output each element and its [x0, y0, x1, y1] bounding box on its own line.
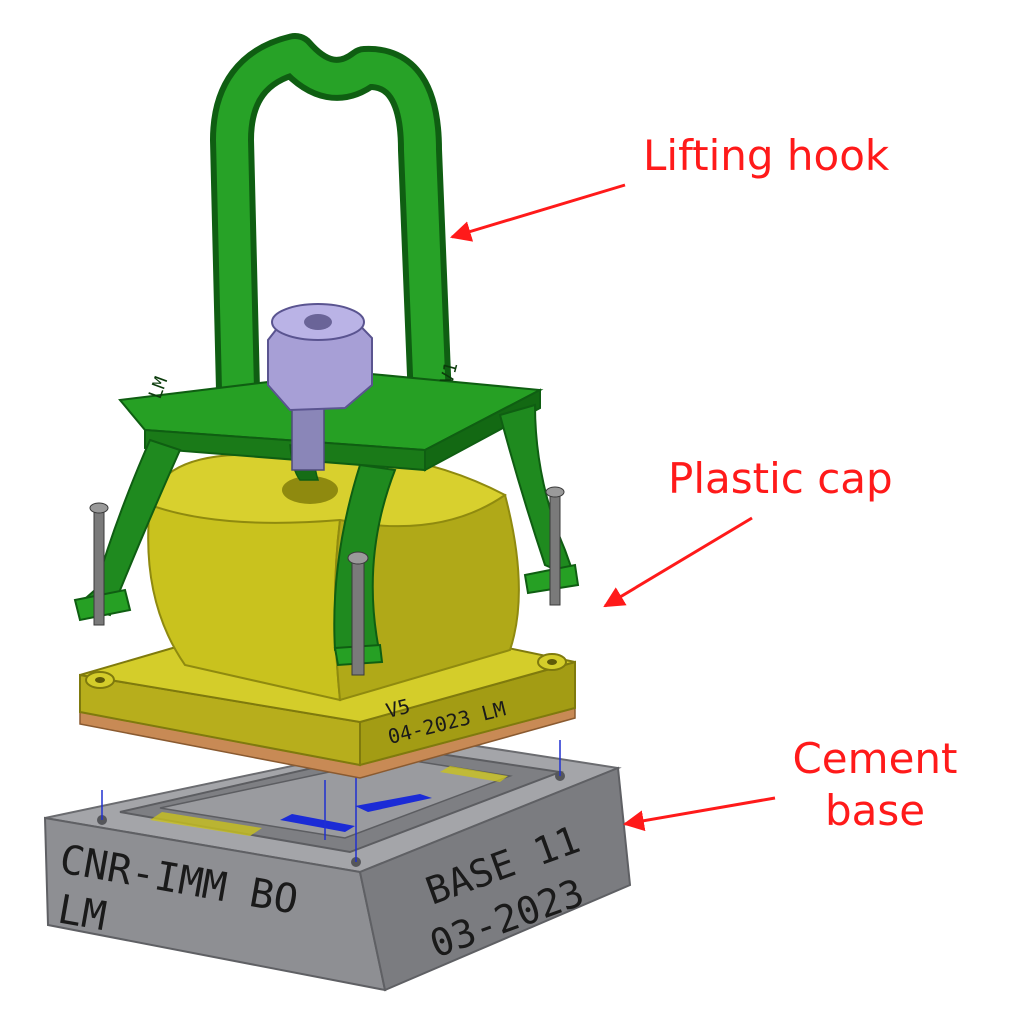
- label-plastic-cap: Plastic cap: [668, 454, 893, 503]
- label-lifting-hook: Lifting hook: [643, 131, 890, 180]
- base-arrow: [622, 796, 776, 832]
- screw: [545, 486, 565, 606]
- label-cement-base-line2: base: [824, 786, 926, 835]
- blue-inlay: [355, 794, 432, 812]
- base-front-line2: LM: [54, 887, 109, 941]
- cement-base: [43, 700, 632, 992]
- label-cement-base: Cement base: [775, 738, 975, 832]
- screw: [347, 551, 369, 676]
- screw: [89, 502, 109, 626]
- blue-inlay: [280, 814, 355, 832]
- central-bolt: [267, 303, 373, 471]
- hook-arrow: [449, 183, 626, 242]
- cap-arrow: [603, 516, 753, 608]
- cap-side-line1: V5: [383, 694, 412, 723]
- label-cement-base-line1: Cement: [792, 734, 958, 783]
